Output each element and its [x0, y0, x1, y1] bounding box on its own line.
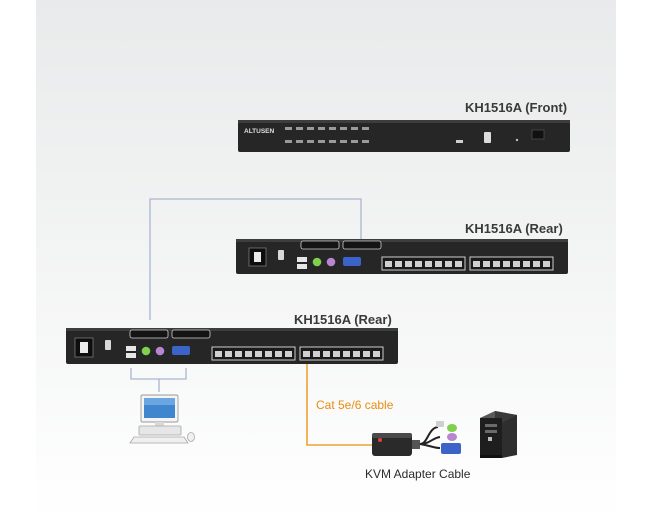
chain-in-port-icon [300, 240, 340, 250]
ps2-keyboard-port-icon [141, 346, 151, 356]
usb-port-icon [126, 353, 136, 358]
brand-logo: ALTUSEN [244, 128, 275, 135]
cat5-cable-line [306, 358, 372, 446]
cable-label: Cat 5e/6 cable [316, 398, 394, 412]
kvm-adapter-cable-icon [372, 421, 461, 456]
kh1516a-front-unit: ALTUSEN [238, 120, 570, 152]
adapter-label: KVM Adapter Cable [365, 467, 471, 481]
vga-plug-icon [441, 443, 461, 454]
usb-port-icon [297, 257, 307, 262]
console-pc-icon [129, 394, 195, 444]
rj45-port-block-left [381, 256, 466, 271]
usb-port-icon [456, 140, 463, 143]
kh1516a-rear-unit-bottom [66, 328, 398, 364]
server-tower-icon [480, 411, 517, 458]
usb-plug-icon [436, 421, 444, 427]
ps2-mouse-plug-icon [447, 433, 457, 441]
power-switch-icon [278, 250, 284, 260]
chain-in-port-icon [129, 329, 169, 339]
chain-out-port-icon [171, 329, 211, 339]
rj45-port-block-right [469, 256, 554, 271]
ps2-keyboard-port-icon [312, 257, 322, 267]
rear-bottom-unit-label: KH1516A (Rear) [294, 312, 392, 327]
front-unit-label: KH1516A (Front) [465, 100, 568, 115]
vga-port-icon [172, 346, 190, 355]
rj45-port-block-right [299, 346, 384, 361]
usb-port-icon [126, 346, 136, 351]
console-link-line [130, 368, 187, 380]
front-switch-icon [484, 132, 491, 143]
power-switch-icon [105, 340, 111, 350]
front-led-grid [285, 127, 369, 143]
daisy-chain-line [149, 198, 362, 320]
kh1516a-rear-unit-top [236, 239, 568, 274]
vga-port-icon [343, 257, 361, 266]
chain-out-port-icon [342, 240, 382, 250]
mouse-icon [187, 432, 195, 442]
front-display-icon [531, 129, 545, 140]
rj45-port-block-left [211, 346, 296, 361]
ps2-mouse-port-icon [155, 346, 165, 356]
rear-top-unit-label: KH1516A (Rear) [465, 221, 563, 236]
usb-port-icon [297, 264, 307, 269]
ps2-mouse-port-icon [326, 257, 336, 267]
ps2-keyboard-plug-icon [447, 424, 457, 432]
